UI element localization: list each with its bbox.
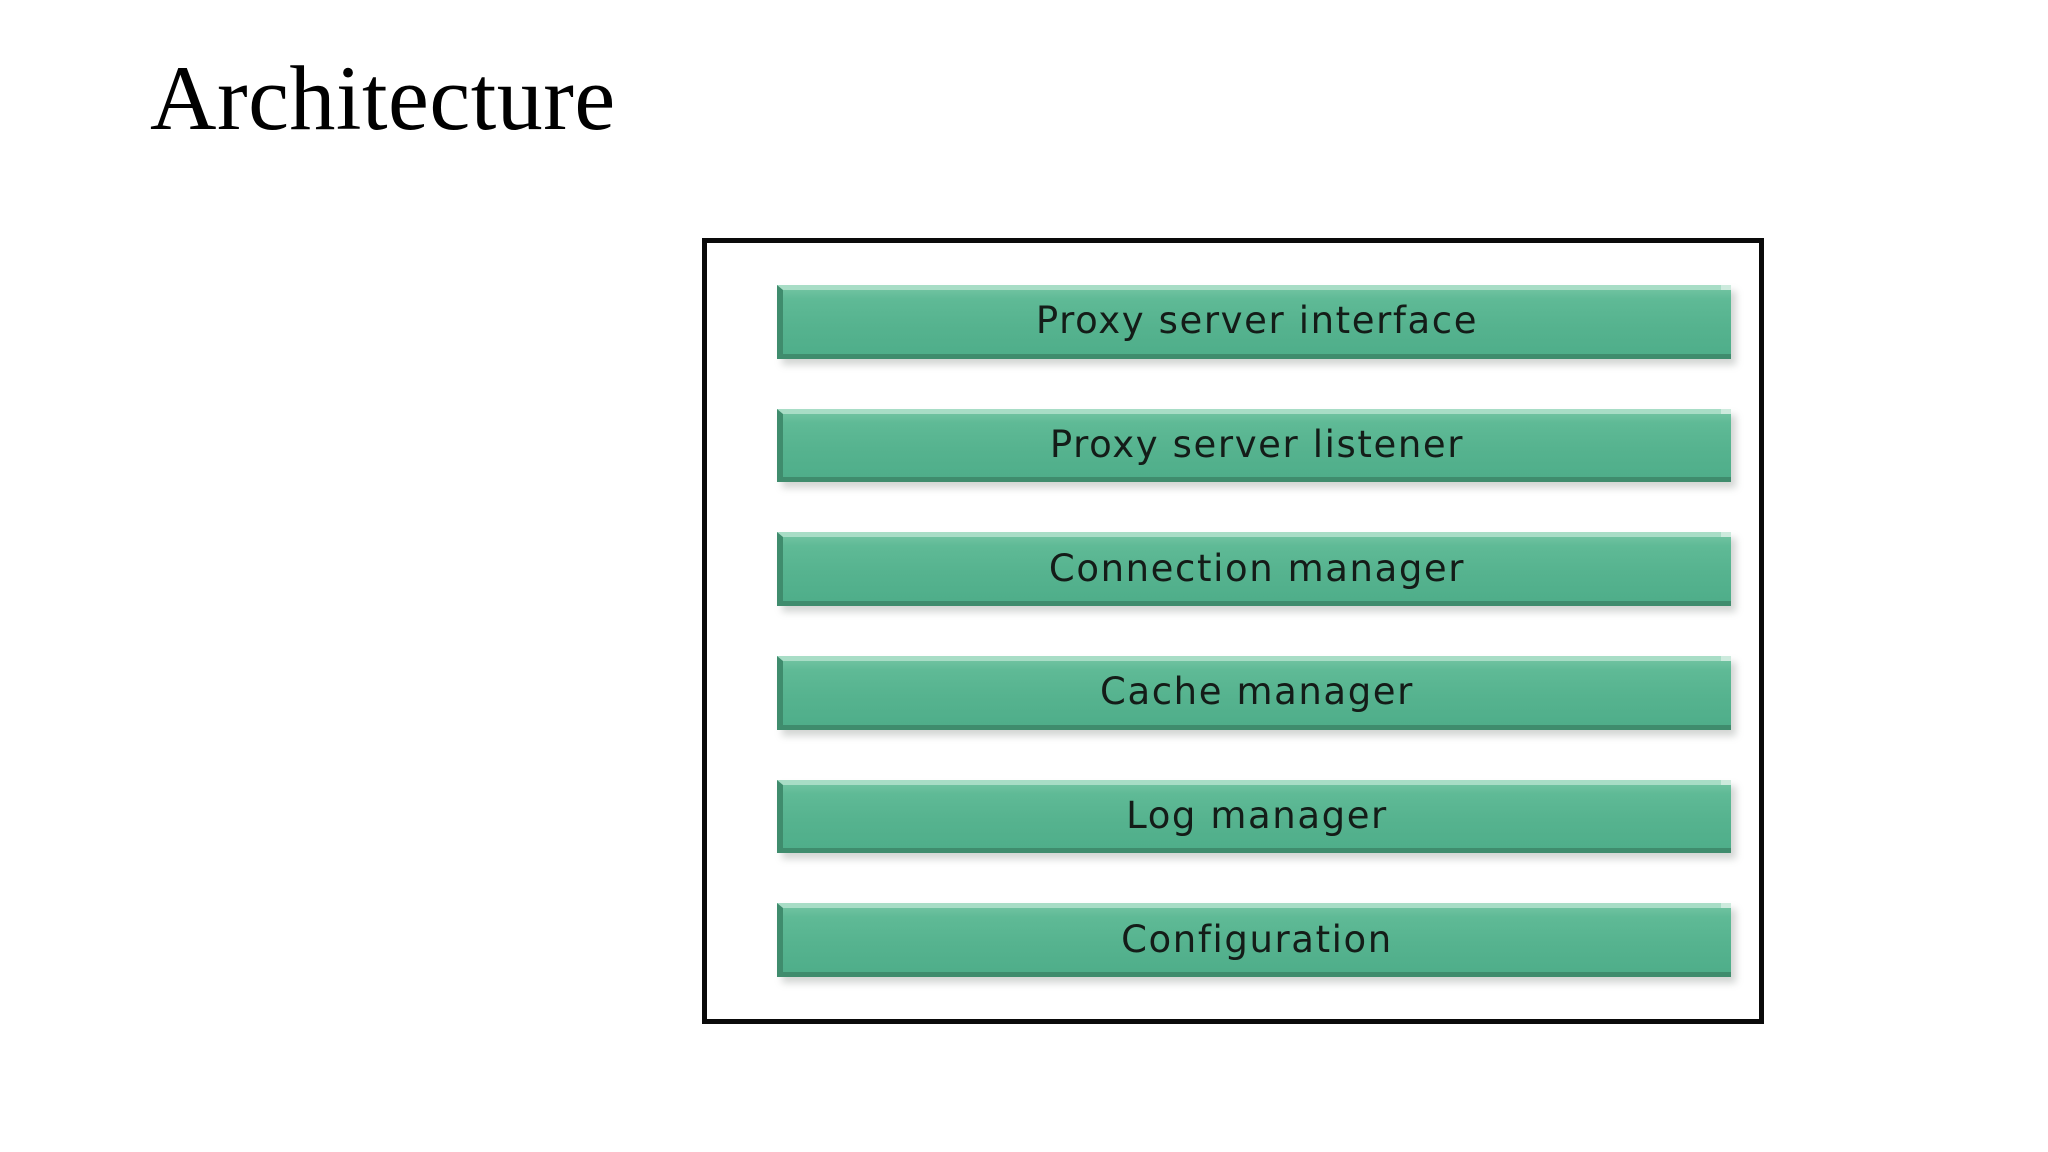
component-label: Proxy server interface: [1035, 299, 1479, 343]
component-box-proxy-server-interface[interactable]: Proxy server interface: [777, 285, 1731, 359]
component-label: Connection manager: [1048, 546, 1466, 590]
component-stack: Proxy server interface Proxy server list…: [707, 243, 1759, 1019]
component-box-cache-manager[interactable]: Cache manager: [777, 656, 1731, 730]
component-label: Log manager: [1126, 794, 1388, 838]
component-label: Configuration: [1121, 917, 1393, 961]
component-label: Proxy server listener: [1049, 423, 1465, 466]
component-box-configuration[interactable]: Configuration: [777, 903, 1731, 978]
page-title: Architecture: [150, 47, 616, 149]
component-box-log-manager[interactable]: Log manager: [777, 779, 1731, 854]
component-box-proxy-server-listener[interactable]: Proxy server listener: [777, 408, 1731, 483]
component-label: Cache manager: [1100, 670, 1414, 714]
architecture-diagram-frame: Proxy server interface Proxy server list…: [702, 238, 1764, 1024]
component-box-connection-manager[interactable]: Connection manager: [777, 532, 1731, 607]
